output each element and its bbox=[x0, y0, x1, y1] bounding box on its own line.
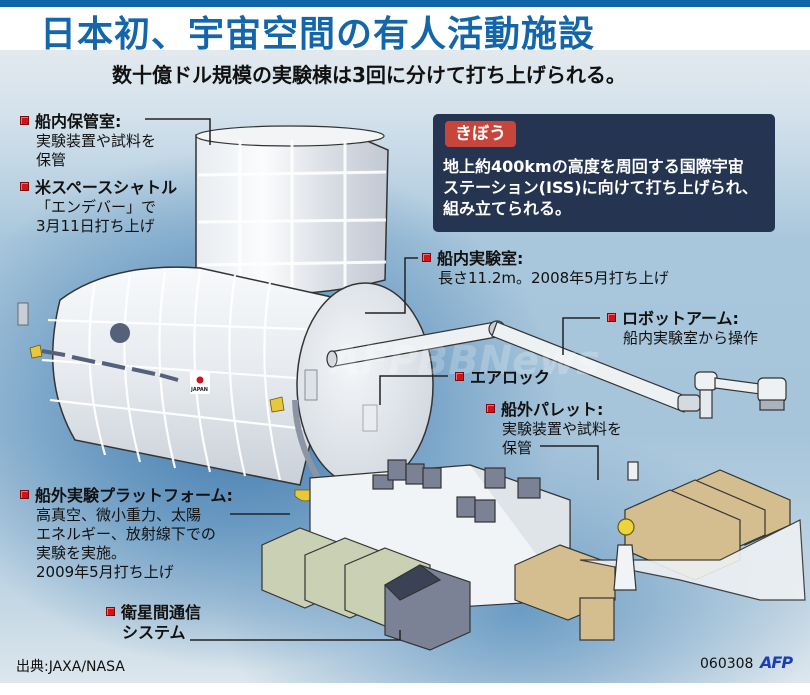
exposed-facility bbox=[261, 459, 806, 651]
source-credit: 出典:JAXA/NASA bbox=[16, 659, 125, 675]
svg-text:JAPAN: JAPAN bbox=[190, 387, 208, 393]
page-title: 日本初、宇宙空間の有人活動施設 bbox=[40, 14, 596, 55]
callout-platform: 船外実験プラットフォーム: 高真空、微小重力、太陽 エネルギー、放射線下での 実… bbox=[20, 486, 233, 582]
storage-module bbox=[195, 125, 389, 296]
callout-comm-system: 衛星間通信 システム bbox=[106, 603, 201, 642]
lab-module: JAPAN bbox=[17, 266, 434, 502]
page-subtitle: 数十億ドル規模の実験棟は3回に分けて打ち上げられる。 bbox=[112, 63, 626, 87]
kibo-info-box: きぼう 地上約400kmの高度を周回する国際宇宙 ステーション(ISS)に向けて… bbox=[433, 114, 775, 232]
kibo-badge: きぼう bbox=[445, 121, 516, 147]
bullet-icon bbox=[20, 116, 29, 125]
callout-shuttle: 米スペースシャトル 「エンデバー」で 3月11日打ち上げ bbox=[20, 178, 177, 236]
date-code: 060308 bbox=[700, 656, 754, 672]
airlock-hatch bbox=[362, 404, 378, 432]
robot-arm bbox=[326, 320, 787, 419]
bullet-icon bbox=[455, 372, 464, 381]
leader-lines bbox=[145, 118, 600, 641]
callout-pallet: 船外パレット: 実験装置や試料を 保管 bbox=[486, 400, 622, 458]
bullet-icon bbox=[106, 607, 115, 616]
watermark: AFPBBNews bbox=[330, 338, 600, 384]
callout-storage: 船内保管室: 実験装置や試料を 保管 bbox=[20, 112, 156, 170]
title-area: 日本初、宇宙空間の有人活動施設 bbox=[0, 7, 810, 55]
callout-lab: 船内実験室: 長さ11.2m。2008年5月打ち上げ bbox=[422, 249, 669, 288]
bullet-icon bbox=[20, 182, 29, 191]
callout-robot-arm: ロボットアーム: 船内実験室から操作 bbox=[607, 309, 758, 348]
bullet-icon bbox=[607, 313, 616, 322]
callout-airlock: エアロック bbox=[455, 368, 550, 388]
bullet-icon bbox=[422, 253, 431, 262]
bullet-icon bbox=[20, 490, 29, 499]
top-band bbox=[0, 0, 810, 7]
kibo-description: 地上約400kmの高度を周回する国際宇宙 ステーション(ISS)に向けて打ち上げ… bbox=[443, 157, 758, 218]
bullet-icon bbox=[486, 404, 495, 413]
afp-logo: AFP bbox=[760, 653, 793, 672]
